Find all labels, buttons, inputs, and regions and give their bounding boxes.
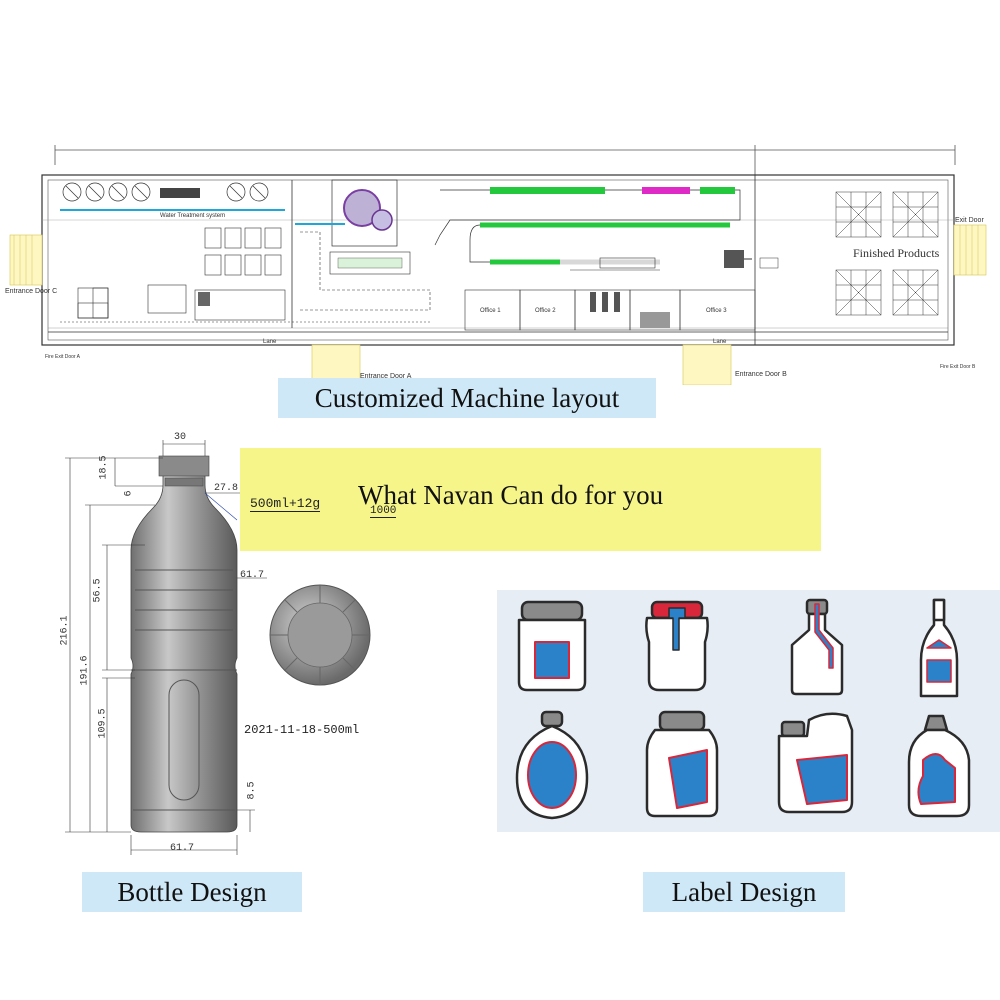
- office-2-label: Office 2: [535, 308, 556, 314]
- bottle-body: [130, 457, 238, 833]
- lane-left-label: Lane: [263, 339, 277, 345]
- dim-total-height: 216.1: [59, 615, 71, 646]
- jerry-can-icon: [777, 712, 854, 814]
- dim-neck-step: 6: [123, 490, 135, 497]
- dim-body-height: 191.6: [79, 655, 91, 686]
- label-caption-text: Label Design: [671, 876, 817, 907]
- machine-layout-drawing: Water Treatment system Finished Products…: [5, 145, 987, 385]
- jar-wide-icon: [517, 600, 587, 692]
- banner-text: What Navan Can do for you: [358, 480, 664, 510]
- label-caption: Label Design: [643, 872, 845, 912]
- dim-shoulder: 27.8: [214, 483, 239, 494]
- wine-bottle-icon: [919, 598, 959, 698]
- water-treatment-label: Water Treatment system: [160, 213, 225, 219]
- label-icons: [515, 598, 971, 820]
- layout-caption: Customized Machine layout: [278, 378, 656, 418]
- dim-neck-height: 18.5: [98, 455, 110, 480]
- dim-lower-height: 109.5: [97, 708, 109, 739]
- fire-exit-a-label: Fire Exit Door A: [45, 354, 81, 360]
- entrance-door-b-label: Entrance Door B: [735, 371, 787, 378]
- detergent-bottle-icon: [907, 714, 971, 818]
- bottle-base-view: [269, 584, 371, 686]
- finished-products-label: Finished Products: [853, 246, 940, 260]
- dim-top-width: 30: [174, 432, 187, 443]
- banner: [240, 448, 821, 551]
- dim-body-width: 61.7: [240, 570, 265, 581]
- entrance-door-c-label: Entrance Door C: [5, 288, 57, 295]
- exit-door-label: Exit Door: [955, 217, 984, 224]
- office-1-label: Office 1: [480, 308, 501, 314]
- fire-exit-b-label: Fire Exit Door B: [940, 364, 976, 370]
- bottle-caption: Bottle Design: [82, 872, 302, 912]
- layout-caption-text: Customized Machine layout: [314, 382, 620, 413]
- office-3-label: Office 3: [706, 308, 727, 314]
- bottle-code: 2021-11-18-500ml: [244, 723, 360, 737]
- dim-bottom-width: 61.7: [170, 843, 195, 854]
- dim-base-height: 8.5: [246, 781, 258, 800]
- square-jar-icon: [645, 710, 719, 818]
- banner-annotation: 500ml+12g: [250, 496, 321, 512]
- oval-bottle-icon: [515, 710, 589, 820]
- bottle-caption-text: Bottle Design: [117, 876, 267, 907]
- entrance-door-a-label: Entrance Door A: [360, 373, 412, 380]
- lane-right-label: Lane: [713, 339, 727, 345]
- bottle-drawing: [65, 440, 371, 855]
- bottle-strip-icon: [790, 598, 844, 696]
- jar-seal-icon: [645, 600, 709, 692]
- dim-ribs-height: 56.5: [92, 578, 104, 603]
- banner-annotation-2: 1000: [370, 505, 397, 518]
